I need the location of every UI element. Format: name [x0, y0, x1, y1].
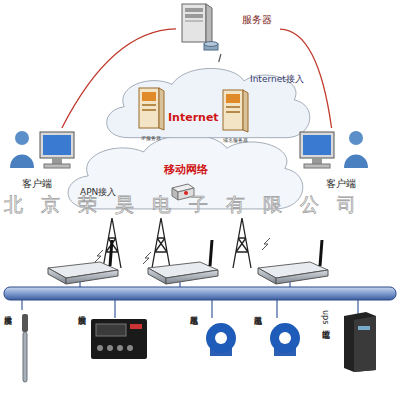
network-link [219, 54, 221, 62]
controller-node: 温度控制器 [74, 306, 160, 396]
current-transformer-node: 电流互感器 [250, 306, 306, 396]
radio-wave [95, 238, 270, 264]
device-icon [90, 318, 148, 364]
node-label: 域名服务器 [212, 138, 258, 144]
field-bus [4, 287, 396, 300]
node-label: 客户端 [326, 178, 356, 189]
server-node: 服务器 [176, 2, 280, 54]
device-icon [8, 128, 83, 182]
node-label: 客户端 [22, 178, 52, 189]
device-icon [176, 2, 220, 58]
device-icon [18, 312, 32, 388]
sensor-node: 温度传感器 [2, 306, 42, 396]
node-label: 移动网络 [164, 164, 208, 176]
dns-server: 域名服务器 [218, 88, 252, 148]
node-label: Internet [168, 112, 219, 124]
link-label: Internet接入 [250, 73, 304, 86]
ip-server: IP服务器 [134, 86, 168, 146]
gprs-modem [48, 240, 328, 284]
ups-node: ups电源监控 [318, 306, 390, 396]
device-icon [204, 320, 238, 364]
client-node: 客户端 [8, 128, 83, 192]
device-icon [220, 88, 250, 140]
client-node: 客户端 [296, 128, 376, 192]
watermark: 北京荣昊电子有限公司 [4, 192, 374, 218]
node-label: 服务器 [242, 14, 272, 25]
cell-tower [103, 218, 251, 268]
node-label: IP服务器 [128, 136, 174, 142]
device-icon [268, 320, 302, 364]
device-icon [296, 128, 376, 182]
device-icon [342, 310, 378, 376]
device-icon [136, 86, 166, 138]
voltage-transformer-node: 电压互感器 [186, 306, 242, 396]
node-label: ups电源监控 [320, 310, 329, 324]
